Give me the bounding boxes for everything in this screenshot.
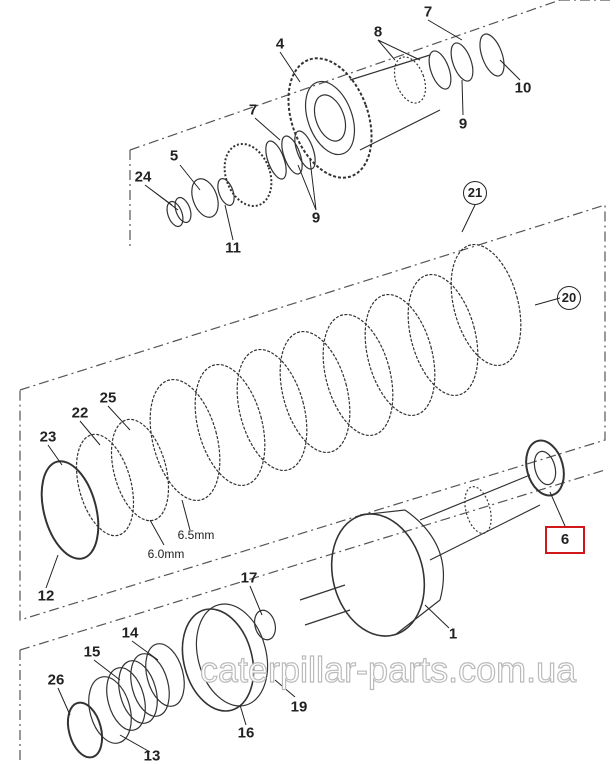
- callout-1: 1: [448, 625, 458, 643]
- callout-23: 23: [39, 428, 57, 446]
- callout-8: 8: [373, 23, 383, 41]
- callout-9: 9: [458, 115, 468, 133]
- gear-4: [287, 57, 373, 179]
- callout-15: 15: [83, 643, 101, 661]
- upper-group-boundary: [129, 0, 610, 250]
- callout-26: 26: [47, 671, 65, 689]
- callout-21: 21: [463, 181, 487, 205]
- callout-4: 4: [275, 35, 285, 53]
- clutch-discs: [149, 243, 522, 502]
- callout-22: 22: [71, 404, 89, 422]
- callout-14: 14: [121, 624, 139, 642]
- callout-16: 16: [237, 724, 255, 742]
- lower-group-boundary: [19, 469, 606, 764]
- callout-10: 10: [514, 79, 532, 97]
- callout-7-lower: 7: [248, 101, 258, 119]
- callout-12: 12: [37, 587, 55, 605]
- callout-5: 5: [169, 147, 179, 165]
- shaft: [349, 54, 441, 151]
- dimension-6-5mm: 6.5mm: [177, 528, 215, 542]
- callout-24: 24: [134, 168, 152, 186]
- callout-20: 20: [557, 286, 581, 310]
- spring-pack: [88, 643, 185, 744]
- clutch-group-boundary: [19, 204, 606, 621]
- watermark: caterpillar-parts.com.ua: [199, 649, 577, 690]
- callout-13: 13: [143, 747, 161, 764]
- callout-17: 17: [240, 569, 258, 587]
- callout-7: 7: [423, 3, 433, 21]
- callout-11: 11: [225, 239, 241, 257]
- output-shaft: [419, 474, 541, 561]
- callout-9-lower: 9: [311, 209, 321, 227]
- dimension-6-0mm: 6.0mm: [147, 547, 185, 561]
- callout-25: 25: [99, 389, 117, 407]
- callout-19: 19: [290, 698, 308, 716]
- callout-6-highlighted[interactable]: 6: [545, 526, 585, 554]
